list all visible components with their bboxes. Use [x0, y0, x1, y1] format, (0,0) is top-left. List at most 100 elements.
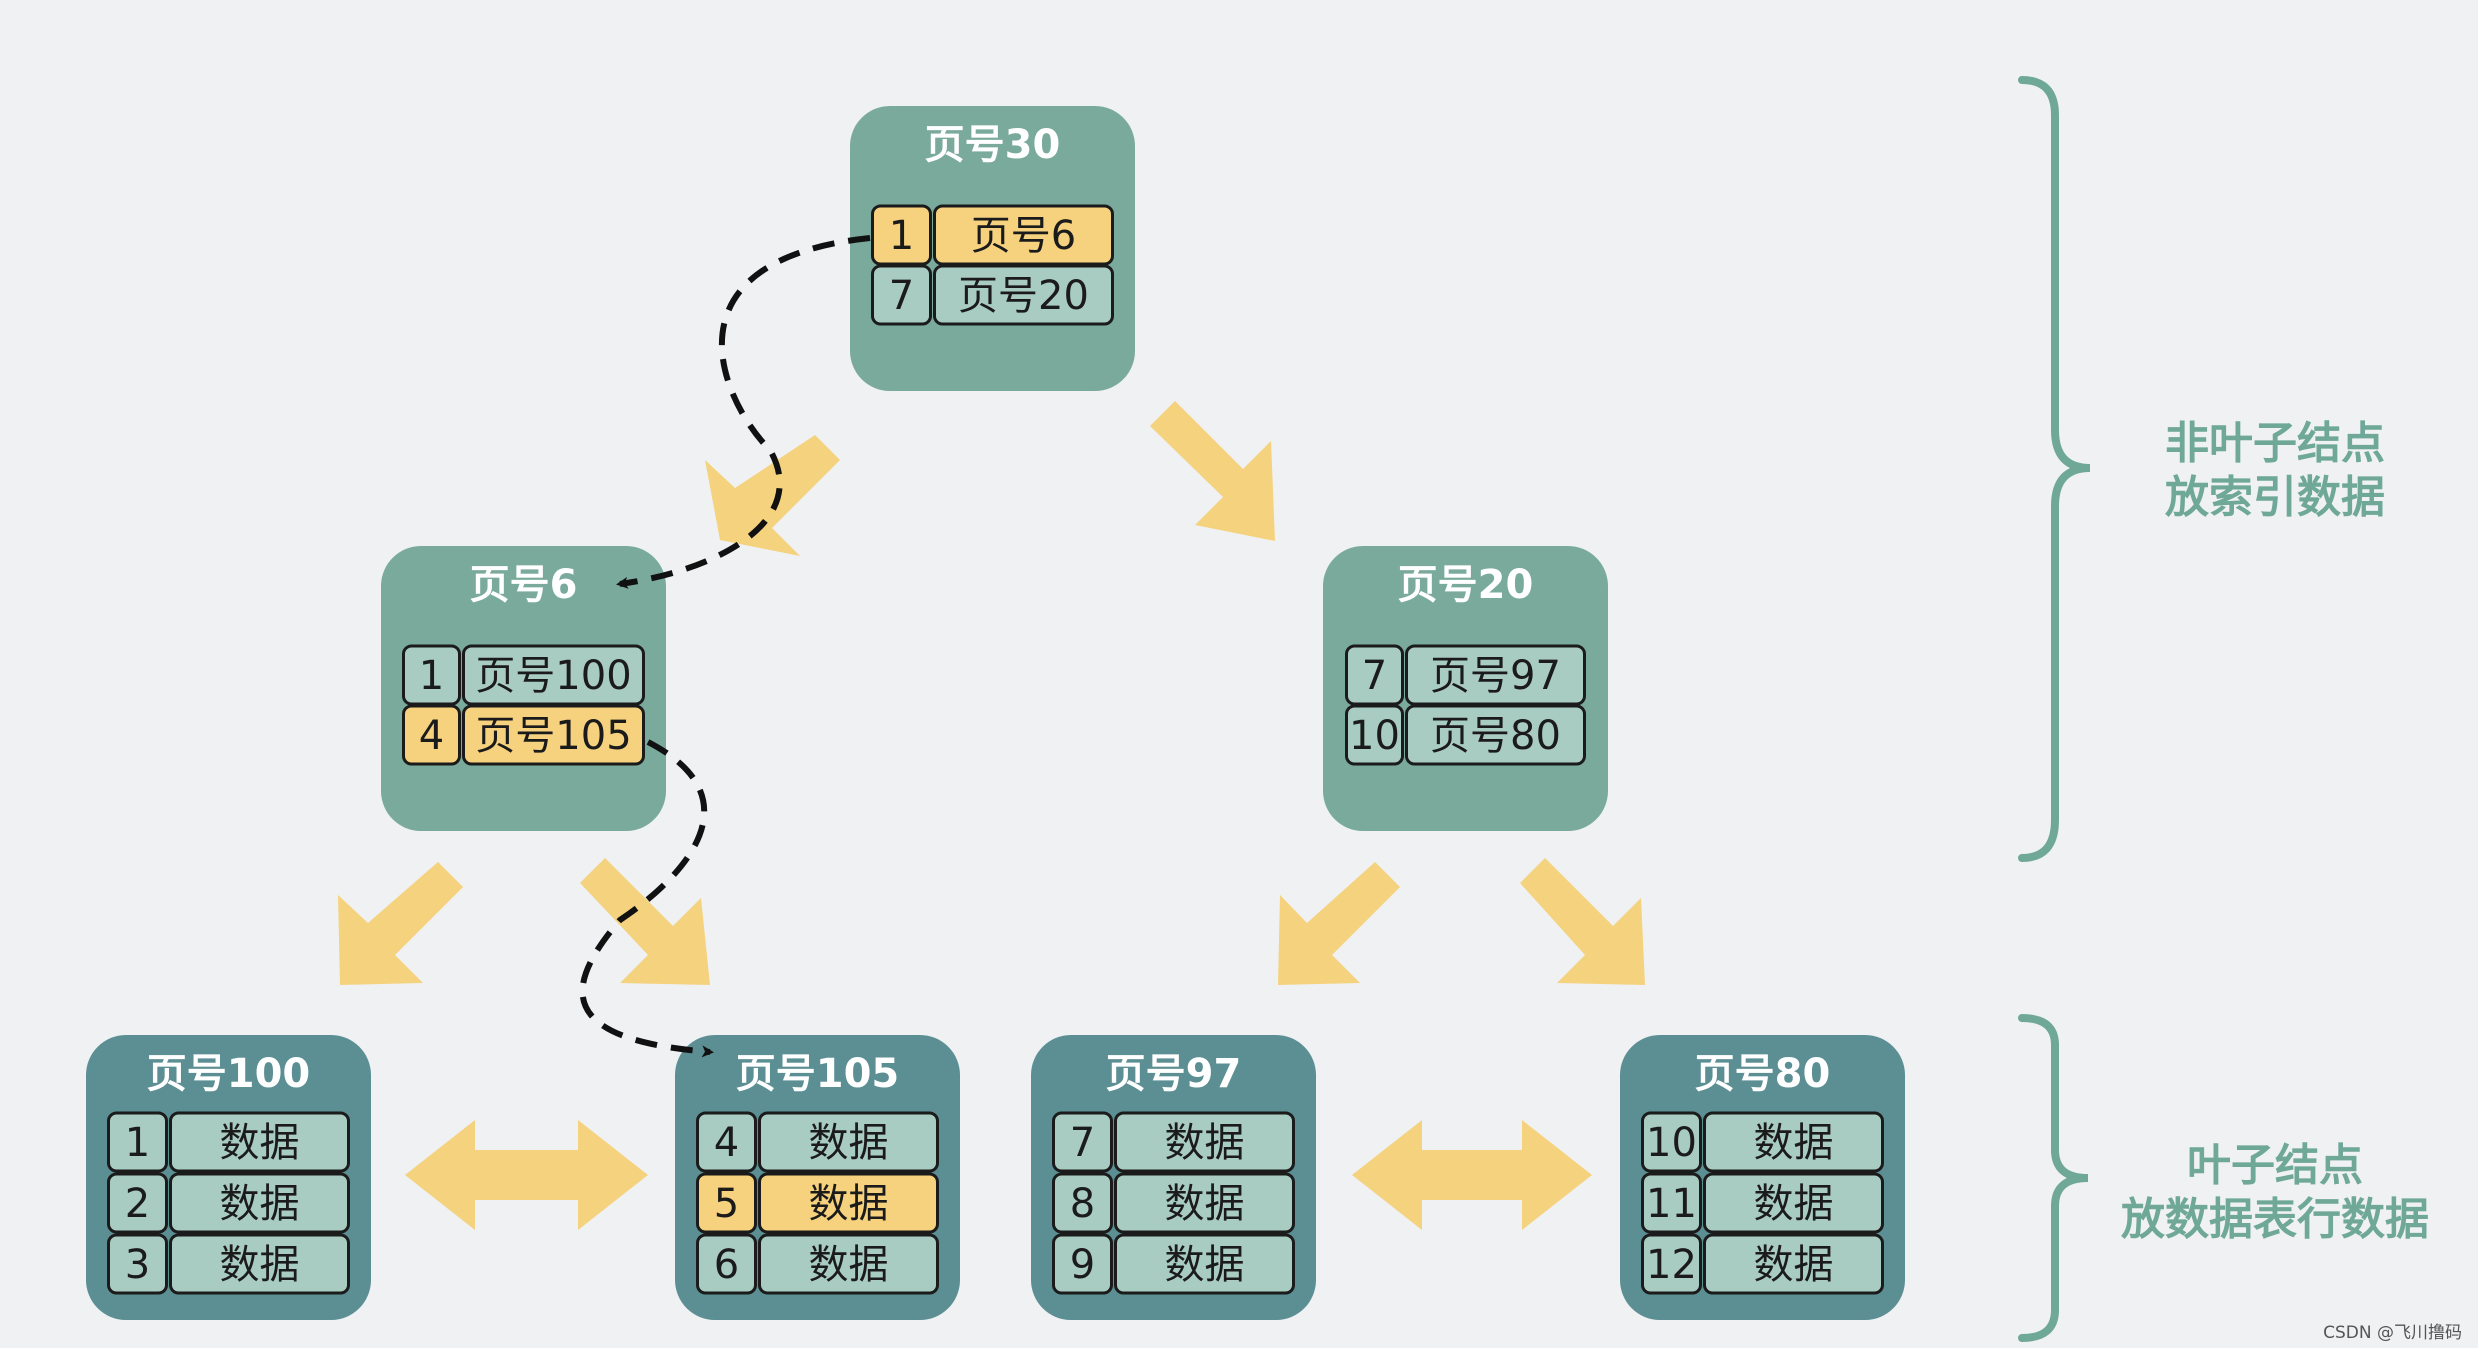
key-text: 8: [1070, 1181, 1095, 1227]
node-title: 页号80: [1695, 1051, 1831, 1097]
node-row: 8 数据: [1052, 1172, 1295, 1234]
value-text: 数据: [809, 1181, 889, 1227]
key-text: 1: [125, 1120, 150, 1166]
key-text: 7: [889, 273, 914, 319]
key-text: 3: [125, 1242, 150, 1288]
node-row: 3 数据: [107, 1233, 350, 1295]
key-text: 1: [889, 213, 914, 259]
key-text: 10: [1646, 1120, 1697, 1166]
value-cell: [1114, 1233, 1295, 1295]
node-row: 7 数据: [1052, 1111, 1295, 1173]
key-cell: [1345, 644, 1404, 706]
value-text: 数据: [1165, 1120, 1245, 1166]
value-cell: [169, 1172, 350, 1234]
value-cell: [933, 204, 1114, 266]
value-text: 数据: [1754, 1120, 1834, 1166]
node-title: 页号97: [1106, 1051, 1242, 1097]
value-text: 数据: [220, 1181, 300, 1227]
node-row: 11 数据: [1641, 1172, 1884, 1234]
value-text: 页号100: [475, 653, 631, 699]
node-row: 7 页号97: [1345, 644, 1586, 706]
value-text: 数据: [1165, 1181, 1245, 1227]
arrow-6-to-100: [338, 862, 463, 985]
value-text: 页号97: [1430, 653, 1561, 699]
key-cell: [696, 1233, 757, 1295]
key-text: 2: [125, 1181, 150, 1227]
node-title: 页号6: [470, 562, 578, 608]
value-cell: [169, 1111, 350, 1173]
value-cell: [933, 264, 1114, 326]
arrow-20-to-97: [1278, 862, 1400, 985]
value-cell: [758, 1172, 939, 1234]
key-text: 9: [1070, 1242, 1095, 1288]
node-row: 1 数据: [107, 1111, 350, 1173]
key-text: 4: [419, 713, 444, 759]
search-path-6-to-105: [579, 739, 714, 1058]
key-cell: [1641, 1233, 1702, 1295]
node-row: 1 页号6: [871, 204, 1114, 266]
value-text: 数据: [1754, 1181, 1834, 1227]
value-cell: [169, 1233, 350, 1295]
key-text: 5: [714, 1181, 739, 1227]
brace-leaf: [2018, 1014, 2089, 1342]
key-text: 7: [1362, 653, 1387, 699]
node-title: 页号30: [925, 122, 1061, 168]
value-cell: [1405, 704, 1586, 766]
search-path-30-to-6: [616, 235, 871, 589]
key-cell: [402, 644, 461, 706]
key-cell: [1641, 1172, 1702, 1234]
key-text: 7: [1070, 1120, 1095, 1166]
key-cell: [1052, 1111, 1113, 1173]
value-cell: [1114, 1111, 1295, 1173]
search-path: [579, 235, 871, 1058]
arrow-20-to-80: [1520, 858, 1645, 985]
value-cell: [462, 704, 645, 766]
key-cell: [1052, 1172, 1113, 1234]
value-cell: [1703, 1111, 1884, 1173]
key-cell: [871, 264, 932, 326]
brace-non-leaf: [2018, 76, 2091, 862]
key-cell: [107, 1111, 168, 1173]
arrow-97-80-bidirectional: [1352, 1120, 1592, 1230]
key-text: 11: [1646, 1181, 1697, 1227]
value-text: 页号20: [958, 273, 1089, 319]
value-text: 数据: [1754, 1242, 1834, 1288]
node-row: 10 页号80: [1345, 704, 1586, 766]
braces: 非叶子结点 放索引数据 叶子结点 放数据表行数据: [2018, 76, 2429, 1342]
key-cell: [871, 204, 932, 266]
key-cell: [1052, 1233, 1113, 1295]
key-cell: [107, 1233, 168, 1295]
value-cell: [1703, 1172, 1884, 1234]
arrow-30-to-6: [705, 435, 840, 556]
node-title: 页号100: [147, 1051, 311, 1097]
key-text: 10: [1349, 713, 1400, 759]
key-cell: [107, 1172, 168, 1234]
non-leaf-label-line1: 非叶子结点: [2165, 418, 2385, 469]
value-text: 数据: [220, 1120, 300, 1166]
value-text: 页号80: [1430, 713, 1561, 759]
value-cell: [1114, 1172, 1295, 1234]
non-leaf-label-line2: 放索引数据: [2165, 472, 2385, 523]
key-text: 6: [714, 1242, 739, 1288]
value-cell: [758, 1111, 939, 1173]
node-row: 2 数据: [107, 1172, 350, 1234]
value-text: 数据: [809, 1120, 889, 1166]
arrow-100-105-bidirectional: [405, 1120, 648, 1230]
value-text: 页号105: [475, 713, 631, 759]
value-cell: [758, 1233, 939, 1295]
value-cell: [1703, 1233, 1884, 1295]
value-cell: [1405, 644, 1586, 706]
arrow-30-to-20: [1150, 401, 1275, 541]
value-cell: [462, 644, 645, 706]
value-text: 数据: [220, 1242, 300, 1288]
value-text: 页号6: [971, 213, 1076, 259]
